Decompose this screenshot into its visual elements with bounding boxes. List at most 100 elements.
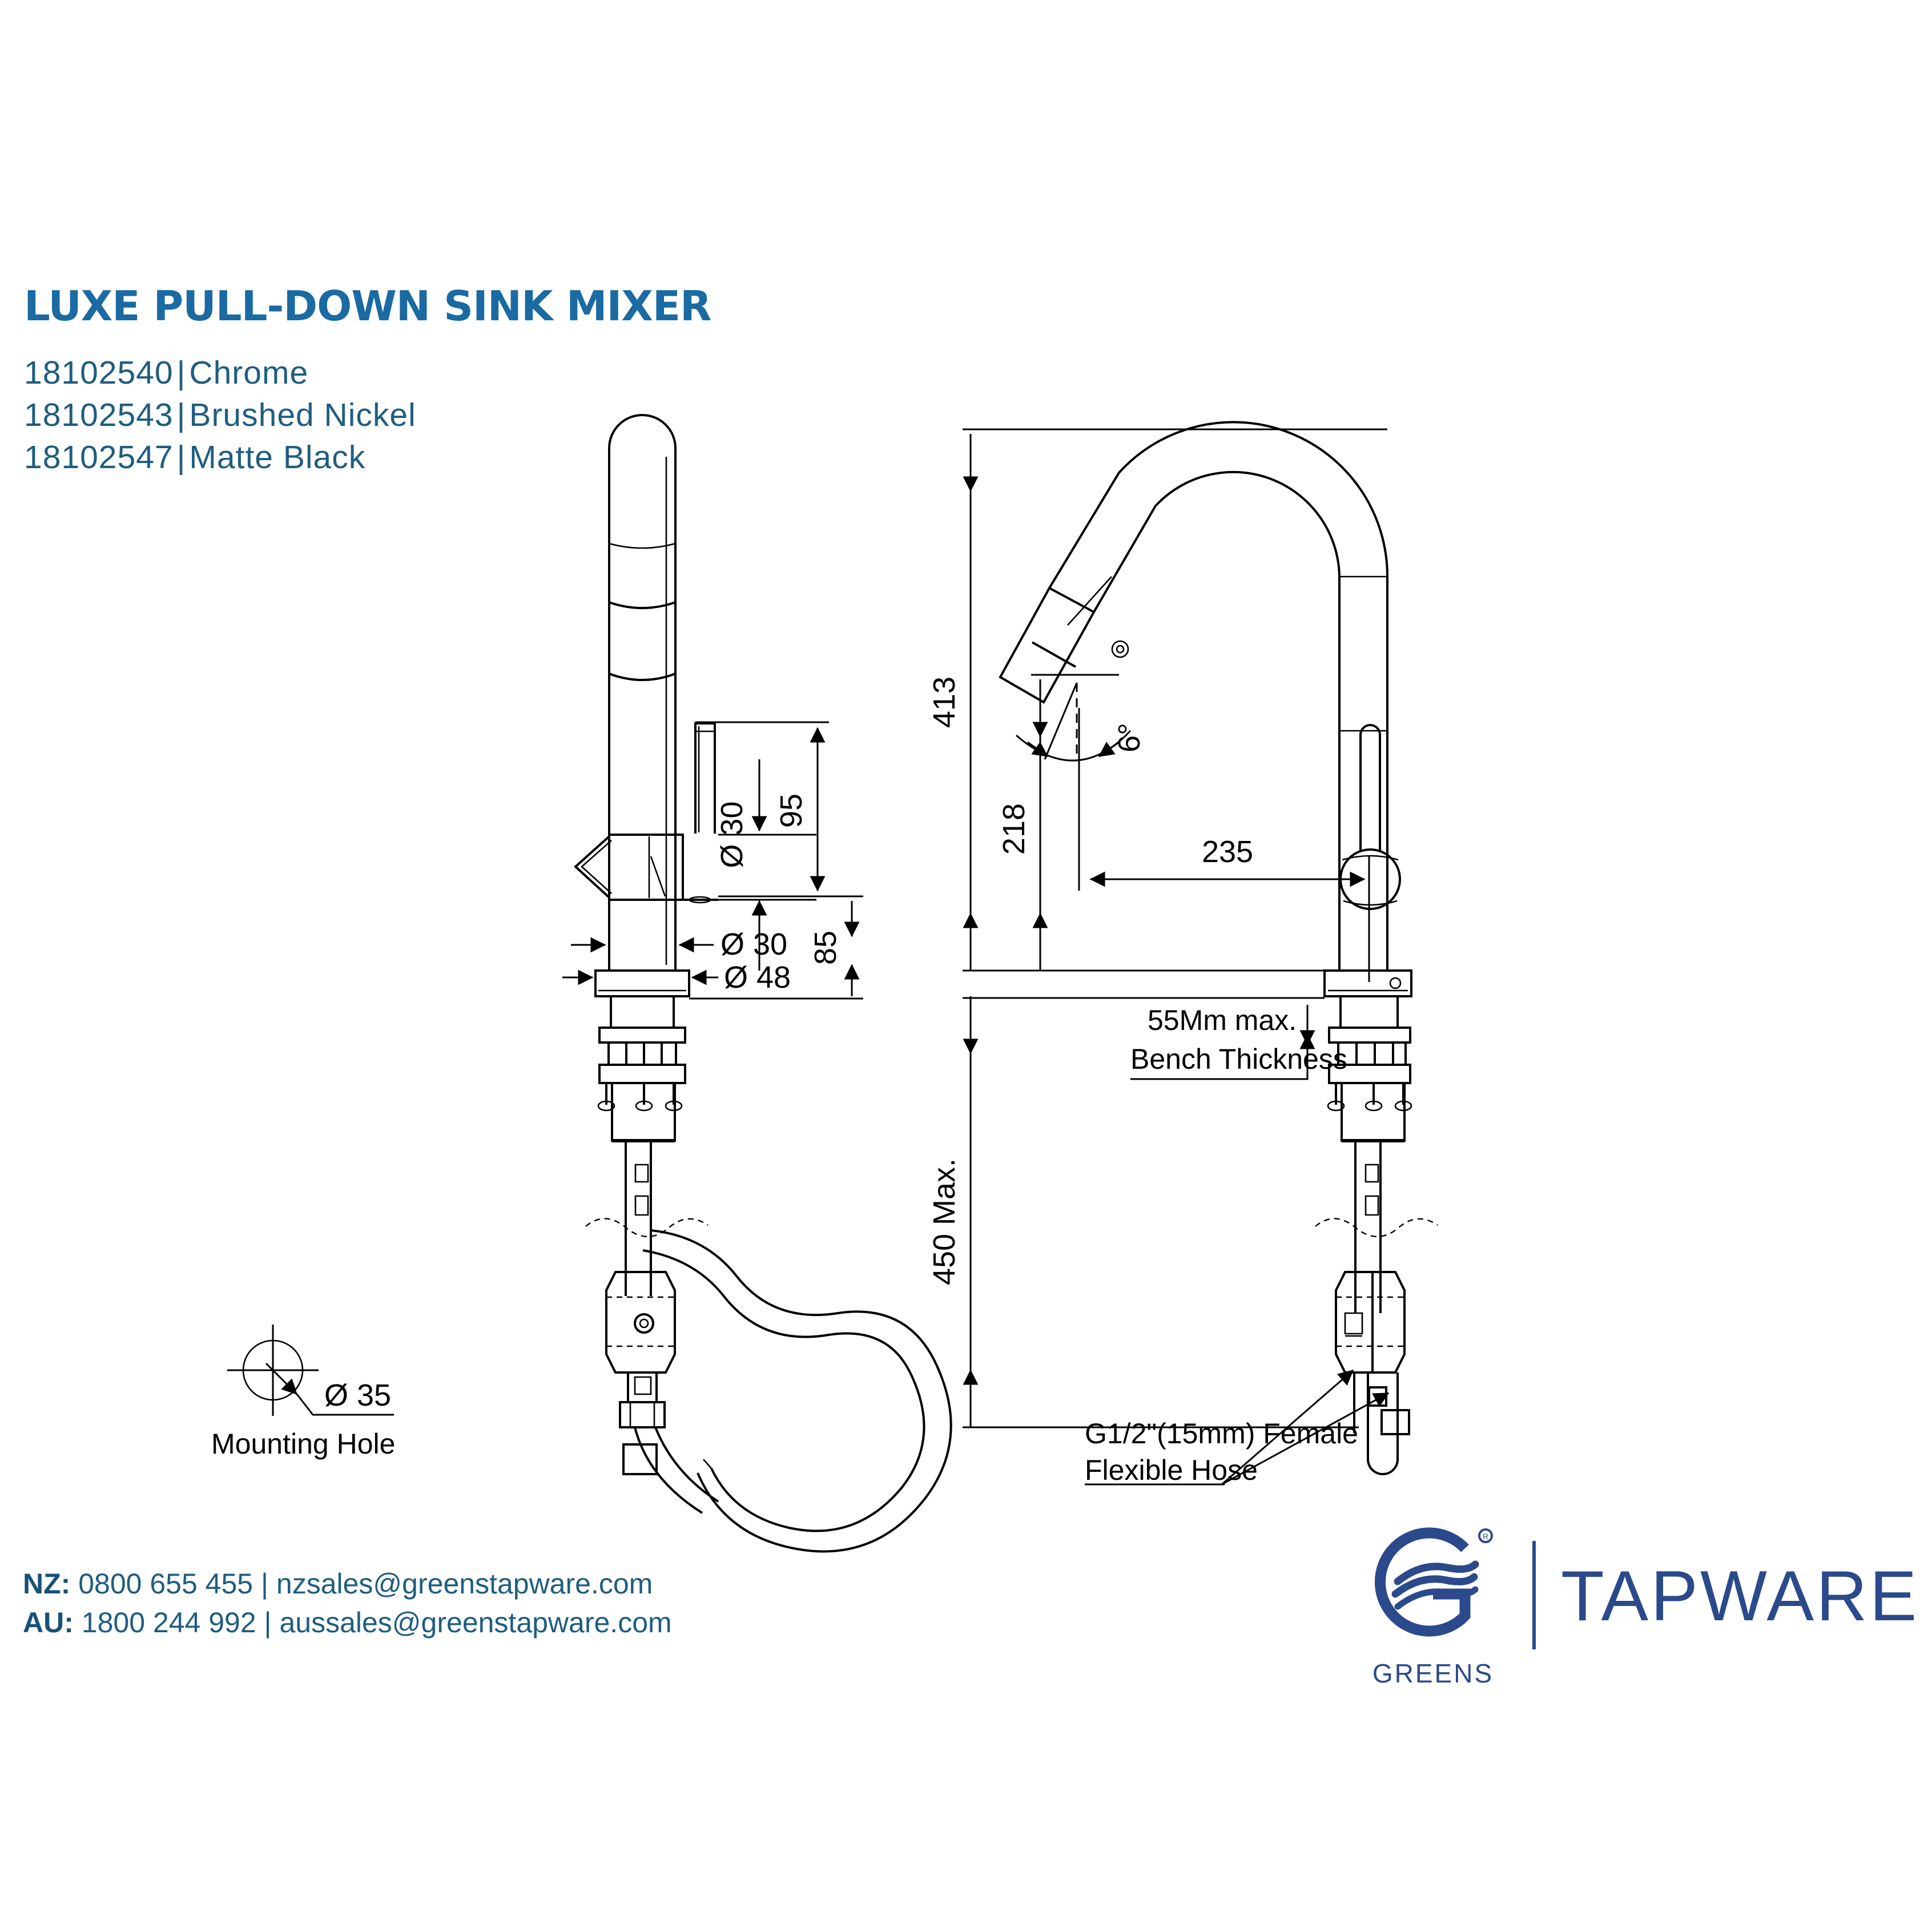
side-mount-plate — [1328, 1027, 1411, 1044]
front-lever-yoke — [574, 835, 610, 899]
dim-label-spout-outlet-height: 218 — [997, 803, 1031, 855]
note-bench-thickness-line1: 55Mm max. — [1148, 1004, 1297, 1036]
mounting-hole-detail: Ø 35 Mounting Hole — [211, 1325, 395, 1460]
code-separator: | — [176, 439, 186, 476]
product-finish: Matte Black — [189, 439, 366, 476]
side-handpiece-button-inner — [1116, 645, 1125, 654]
dim-label-under-bench-clearance: 450 Max. — [927, 1158, 961, 1285]
front-seam-2 — [609, 601, 676, 609]
front-nut-2 — [635, 1100, 653, 1112]
dim-body-base-height: 85 — [689, 895, 863, 1000]
brand-greens-word: GREENS — [1372, 1659, 1494, 1688]
side-hose-loop — [1367, 1372, 1399, 1475]
contact-separator: | — [260, 1568, 268, 1600]
side-counterweight — [1335, 1271, 1406, 1374]
front-nut-1 — [597, 1100, 615, 1112]
dim-label-outlet-angle: 6° — [1112, 723, 1146, 752]
contact-phone-au[interactable]: 1800 244 992 — [81, 1607, 256, 1639]
contact-separator: | — [264, 1607, 272, 1639]
contact-email-nz[interactable]: nzsales@greenstapware.com — [276, 1568, 653, 1600]
dim-under-bench-clearance: 450 Max. — [927, 996, 1359, 1428]
product-code-list: 18102540|Chrome 18102543|Brushed Nickel … — [24, 352, 711, 478]
mounting-hole-caption: Mounting Hole — [211, 1428, 395, 1460]
front-lever-chamfer — [650, 856, 666, 897]
contact-country-au: AU: — [23, 1607, 74, 1639]
greens-logo-icon: R — [1353, 1519, 1513, 1661]
side-knob-top-hl — [1342, 855, 1399, 861]
side-break-line — [1315, 1218, 1438, 1238]
contact-email-au[interactable]: aussales@greenstapware.com — [279, 1607, 672, 1639]
dim-spout-dia-vertical: Ø 30 — [715, 759, 816, 971]
angle-tilt-ref — [1044, 682, 1078, 760]
product-code-row: 18102540|Chrome — [24, 352, 711, 394]
header-block: LUXE PULL-DOWN SINK MIXER 18102540|Chrom… — [24, 285, 711, 478]
front-weight-screw-inner — [639, 1318, 649, 1329]
front-view: Ø 30 95 85 — [562, 414, 952, 1553]
front-counterweight — [605, 1271, 676, 1374]
dim-label-base-dia: Ø 48 — [724, 960, 791, 995]
product-code: 18102540 — [24, 355, 174, 391]
dim-label-body-base-height: 85 — [808, 931, 843, 965]
dim-label-handle-height: 95 — [774, 794, 808, 828]
product-finish: Chrome — [189, 355, 309, 391]
front-tube-clip-2 — [634, 1195, 649, 1216]
mounting-hole-diameter-label: Ø 35 — [324, 1378, 391, 1412]
front-lever-yoke-inner — [581, 840, 612, 894]
side-handpiece — [999, 586, 1096, 704]
front-seam-3 — [609, 673, 676, 681]
product-finish: Brushed Nickel — [189, 397, 416, 434]
side-spout-outer — [1048, 421, 1389, 971]
dim-outlet-angle: 6° — [1016, 682, 1146, 762]
contact-row-au: AU: 1800 244 992 | aussales@greenstapwar… — [23, 1603, 672, 1642]
front-spout-body — [608, 414, 677, 971]
footer-contact-block: NZ: 0800 655 455 | nzsales@greenstapware… — [23, 1564, 672, 1642]
front-hose-tail-b — [654, 1427, 719, 1503]
front-hose-tail-a — [634, 1427, 703, 1514]
side-handpiece-seam — [1032, 641, 1076, 668]
dim-label-overall-height: 413 — [927, 677, 961, 728]
side-fitting-lower — [1380, 1409, 1410, 1435]
side-tube-clip-2 — [1365, 1195, 1379, 1216]
mounting-hole-leader-arrow — [265, 1362, 298, 1395]
dim-body-dia: Ø 30 — [571, 927, 787, 961]
side-deck-flange — [1323, 969, 1412, 997]
dim-base-dia: Ø 48 — [562, 960, 791, 995]
product-code-row: 18102547|Matte Black — [24, 436, 711, 478]
front-tube-clip-1 — [634, 1164, 649, 1183]
front-handle-stalk — [694, 722, 716, 834]
front-mount-plate — [598, 1027, 686, 1044]
side-mount-bar — [1328, 1064, 1411, 1084]
front-mount-bar — [598, 1064, 686, 1084]
dim-overall-height: 413 — [927, 428, 1387, 972]
front-mount-studs — [607, 1043, 677, 1065]
contact-row-nz: NZ: 0800 655 455 | nzsales@greenstapware… — [23, 1564, 672, 1603]
product-code-row: 18102543|Brushed Nickel — [24, 394, 711, 436]
brand-divider — [1532, 1541, 1536, 1649]
front-lower-tube — [627, 1372, 658, 1402]
side-nut-2 — [1365, 1100, 1383, 1112]
note-flexible-hose-line2: Flexible Hose — [1085, 1454, 1258, 1486]
front-hose-fitting — [622, 1443, 658, 1475]
dim-label-spout-reach: 235 — [1202, 835, 1253, 869]
front-weight-screw — [634, 1313, 654, 1334]
side-nut-1 — [1327, 1100, 1345, 1112]
product-code: 18102543 — [24, 397, 174, 434]
front-seam-1 — [609, 542, 676, 549]
front-hose-outer — [650, 1229, 952, 1553]
contact-phone-nz[interactable]: 0800 655 455 — [78, 1568, 253, 1600]
side-handpiece-seam-x — [1067, 576, 1112, 626]
note-bench-thickness-line2: Bench Thickness — [1130, 1043, 1347, 1075]
contact-country-nz: NZ: — [23, 1568, 71, 1600]
front-lower-clip — [634, 1376, 652, 1395]
dim-spout-outlet-height: 218 — [997, 674, 1119, 971]
brand-greens-block: R GREENS — [1353, 1519, 1513, 1689]
front-hose-inner — [642, 1249, 925, 1532]
side-weight-screw — [1344, 1312, 1363, 1335]
front-deck-flange — [594, 969, 690, 997]
side-view: 413 218 235 — [927, 421, 1438, 1486]
front-hose-seam — [703, 1459, 712, 1469]
product-code: 18102547 — [24, 439, 174, 476]
front-break-line — [585, 1218, 709, 1238]
